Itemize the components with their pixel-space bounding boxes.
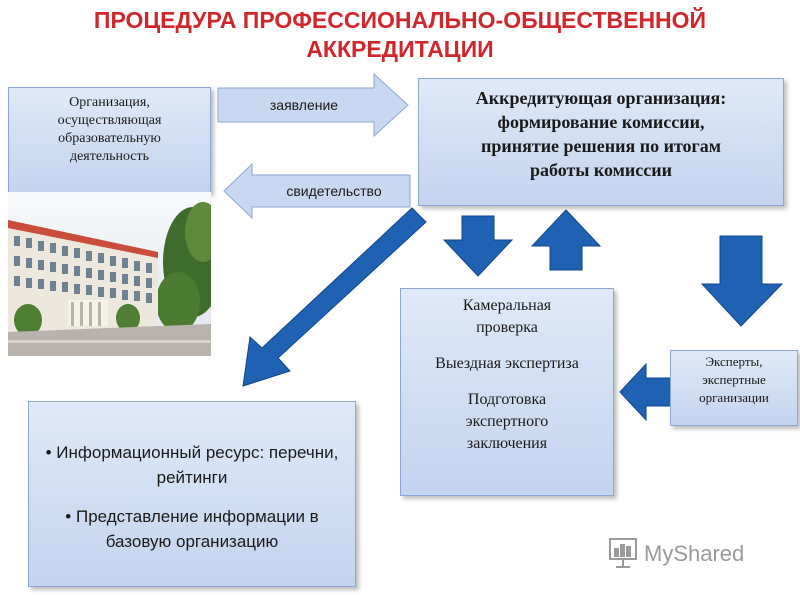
accrediting-line: Аккредитующая организация: xyxy=(475,88,727,108)
accrediting-line: работы комиссии xyxy=(529,160,673,180)
left-arrow-icon xyxy=(619,362,673,422)
info-box: • Информационный ресурс: перечни, рейтин… xyxy=(28,401,356,587)
info-item-text: Представление информации в базовую орган… xyxy=(75,507,319,551)
presentation-icon xyxy=(609,538,637,568)
watermark-text: MyShared xyxy=(644,541,744,566)
watermark: MyShared xyxy=(609,538,744,568)
experts-line: Эксперты, xyxy=(705,354,763,369)
experts-box: Эксперты, экспертные организации xyxy=(670,350,798,426)
down-arrow-right-icon xyxy=(700,235,784,327)
building-photo xyxy=(8,192,211,356)
experts-line: экспертные xyxy=(702,372,766,387)
application-label: заявление xyxy=(270,97,338,113)
info-item: • Представление информации в базовую орг… xyxy=(65,507,319,551)
report-line: экспертного xyxy=(465,413,549,430)
title-line-2: АККРЕДИТАЦИИ xyxy=(306,36,494,62)
accrediting-line: принятие решения по итогам xyxy=(480,136,721,156)
organization-line: деятельность xyxy=(69,149,150,164)
down-arrow-icon xyxy=(442,215,514,277)
up-arrow-icon xyxy=(530,209,602,271)
certificate-label: свидетельство xyxy=(286,183,381,199)
page-title: ПРОЦЕДУРА ПРОФЕССИОНАЛЬНО-ОБЩЕСТВЕННОЙ А… xyxy=(0,6,800,64)
organization-line: осуществляющая xyxy=(57,113,162,128)
cameral-line: Камеральная xyxy=(462,297,552,314)
organization-line: Организация, xyxy=(69,95,150,110)
cameral-line: проверка xyxy=(476,319,538,336)
accrediting-organization-box: Аккредитующая организация: формирование … xyxy=(418,78,784,206)
experts-line: организации xyxy=(699,390,769,405)
onsite-expertise: Выездная экспертиза xyxy=(435,355,579,372)
title-line-1: ПРОЦЕДУРА ПРОФЕССИОНАЛЬНО-ОБЩЕСТВЕННОЙ xyxy=(93,7,707,33)
report-line: заключения xyxy=(466,435,548,452)
certificate-arrow: свидетельство xyxy=(223,162,411,220)
report-line: Подготовка xyxy=(467,391,547,408)
info-item: • Информационный ресурс: перечни, рейтин… xyxy=(45,443,339,487)
organization-box: Организация, осуществляющая образователь… xyxy=(8,87,211,193)
organization-line: образовательную xyxy=(58,131,161,146)
accrediting-line: формирование комиссии, xyxy=(497,112,705,132)
info-item-text: Информационный ресурс: перечни, рейтинги xyxy=(56,443,339,487)
review-box: Камеральная проверка Выездная экспертиза… xyxy=(400,288,614,496)
application-arrow: заявление xyxy=(217,72,409,138)
